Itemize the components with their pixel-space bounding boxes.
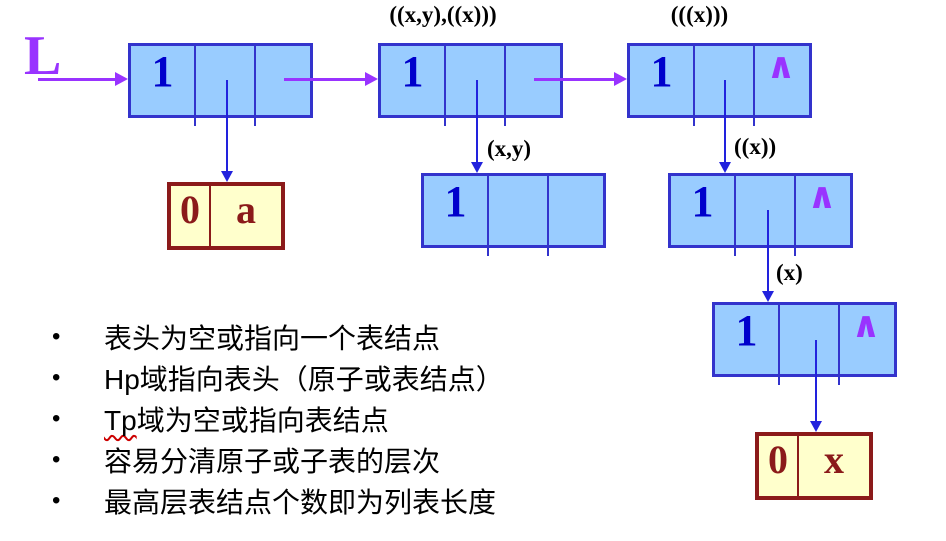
atom-tag-cell: 0 <box>768 437 788 482</box>
misspelled-word: Tp <box>104 404 137 436</box>
sublist-label-x: (x) <box>776 260 803 285</box>
null-pointer-symbol: ∧ <box>851 305 881 346</box>
bullet-list: • 表头为空或指向一个表结点 • Hp域指向表头（原子或表结点） • Tp域为空… <box>46 316 686 521</box>
head-node-2: 1 <box>378 43 563 126</box>
bullet-marker: • <box>52 486 61 514</box>
hp-cell-divider <box>734 176 736 256</box>
hp-cell-divider <box>487 176 489 256</box>
hp-cell-divider <box>444 46 446 126</box>
sub-node-xy: 1 <box>421 173 606 256</box>
tag-cell: 1 <box>735 306 758 355</box>
tp-cell-divider <box>547 176 549 256</box>
hp-cell-divider <box>693 46 695 126</box>
bullet-text: 容易分清原子或子表的层次 <box>104 445 441 477</box>
tp-cell-divider <box>254 46 256 126</box>
tag-cell: 1 <box>151 47 174 96</box>
bullet-item: • Hp域指向表头（原子或表结点） <box>46 357 686 398</box>
bullet-text: 表头为空或指向一个表结点 <box>104 322 441 354</box>
null-pointer-symbol: ∧ <box>766 46 796 87</box>
tp-cell-divider <box>838 305 840 385</box>
tag-cell: 1 <box>650 47 673 96</box>
null-pointer-symbol: ∧ <box>807 176 837 217</box>
bullet-marker: • <box>52 404 61 432</box>
atom-tag-cell: 0 <box>180 187 200 232</box>
bullet-item: • 最高层表结点个数即为列表长度 <box>46 480 686 521</box>
tag-cell: 1 <box>691 177 714 226</box>
bullet-item: • Tp域为空或指向表结点 <box>46 398 686 439</box>
list-pointer-label: L <box>24 25 62 87</box>
atom-value-cell: x <box>824 437 844 482</box>
head-node-3: 1 ∧ <box>627 43 812 126</box>
sub-node-xx: 1 ∧ <box>668 173 853 256</box>
atom-cell-divider <box>797 436 799 496</box>
atom-node-a: 0 a <box>167 182 285 250</box>
tag-cell: 1 <box>401 47 424 96</box>
hp-cell-divider <box>778 305 780 385</box>
bullet-text: Hp域指向表头（原子或表结点） <box>104 363 504 395</box>
tp-cell-divider <box>504 46 506 126</box>
bullet-text: 最高层表结点个数即为列表长度 <box>104 486 497 518</box>
head-node-1: 1 <box>128 43 313 126</box>
bullet-item: • 容易分清原子或子表的层次 <box>46 439 686 480</box>
bullet-text: Tp域为空或指向表结点 <box>104 399 389 439</box>
sublist-label-head3: (((x))) <box>670 2 729 27</box>
bullet-marker: • <box>52 445 61 473</box>
bullet-marker: • <box>52 363 61 391</box>
bullet-text-rest: 域为空或指向表结点 <box>136 404 389 436</box>
tp-cell-divider <box>794 176 796 256</box>
bullet-marker: • <box>52 322 61 350</box>
tag-cell: 1 <box>444 177 467 226</box>
hp-cell-divider <box>194 46 196 126</box>
sublist-label-xy: (x,y) <box>487 136 532 161</box>
sublist-label-xx: ((x)) <box>734 134 777 159</box>
atom-cell-divider <box>209 186 211 246</box>
tp-cell-divider <box>753 46 755 126</box>
sub-node-x: 1 ∧ <box>712 302 897 385</box>
atom-node-x: 0 x <box>755 432 873 500</box>
atom-value-cell: a <box>236 187 256 232</box>
bullet-item: • 表头为空或指向一个表结点 <box>46 316 686 357</box>
sublist-label-head2: ((x,y),((x))) <box>389 2 497 27</box>
